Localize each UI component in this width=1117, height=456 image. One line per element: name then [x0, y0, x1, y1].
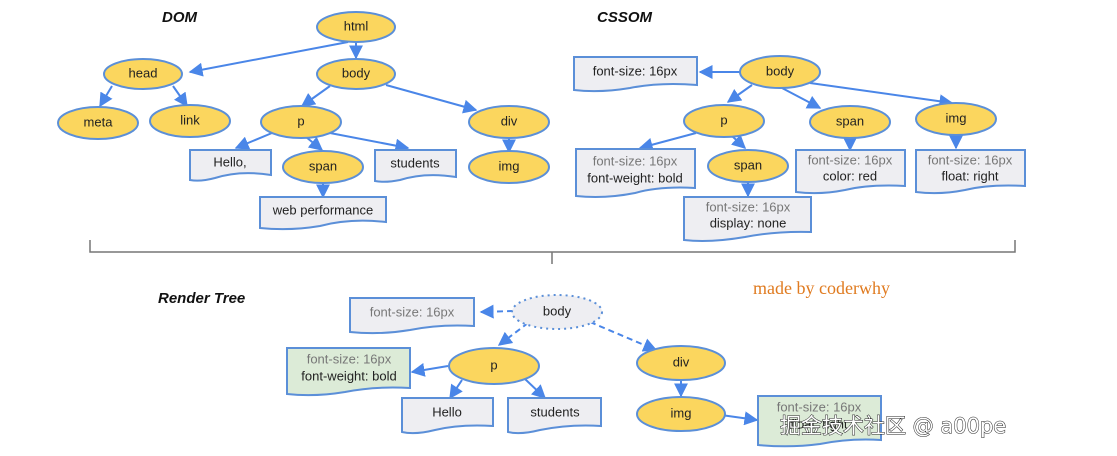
- render-div-node: div: [636, 345, 726, 381]
- cssom-img-label: img: [946, 110, 967, 125]
- cssom-img-node: img: [915, 102, 997, 136]
- dom-link-label: link: [180, 112, 200, 127]
- cssom-body-node: body: [739, 55, 821, 89]
- cssom-span-style-box: font-size: 16px color: red: [795, 149, 906, 195]
- render-hello-text-node: Hello: [401, 397, 494, 435]
- cssom-img-style-box: font-size: 16px float: right: [915, 149, 1026, 195]
- render-p-node: p: [448, 347, 540, 385]
- dom-div-node: div: [468, 105, 550, 139]
- cssom-span2-node: span: [707, 149, 789, 183]
- dom-head-label: head: [129, 65, 158, 80]
- render-img-node: img: [636, 396, 726, 432]
- dom-div-label: div: [501, 113, 518, 128]
- cssom-span2-style-box: font-size: 16px display: none: [683, 196, 812, 242]
- render-students-label: students: [530, 404, 580, 419]
- dom-link-node: link: [149, 104, 231, 138]
- dom-html-label: html: [344, 18, 369, 33]
- dom-hello-text-node: Hello,: [189, 149, 272, 182]
- cssom-span2-style-line-1: font-size: 16px: [706, 199, 791, 214]
- render-body-style-box: font-size: 16px: [349, 297, 475, 335]
- dom-span-node: span: [282, 150, 364, 184]
- cssom-p-style-box: font-size: 16px font-weight: bold: [575, 148, 696, 198]
- cssom-p-style-line-2: font-weight: bold: [587, 170, 682, 185]
- cssom-span-style-line-2: color: red: [823, 168, 877, 183]
- render-div-label: div: [673, 354, 690, 369]
- dom-p-label: p: [297, 113, 304, 128]
- dom-title: DOM: [162, 9, 198, 26]
- cssom-title: CSSOM: [597, 9, 653, 26]
- render-hello-label: Hello: [432, 404, 462, 419]
- cssom-p-node: p: [683, 104, 765, 138]
- dom-students-label: students: [390, 155, 440, 170]
- dom-img-node: img: [468, 150, 550, 184]
- dom-meta-label: meta: [84, 114, 114, 129]
- cssom-img-style-line-1: font-size: 16px: [928, 152, 1013, 167]
- dom-meta-node: meta: [57, 106, 139, 140]
- dom-web-performance-label: web performance: [272, 202, 373, 217]
- cssom-span-node: span: [809, 105, 891, 139]
- dom-p-node: p: [260, 105, 342, 139]
- cssom-img-style-line-2: float: right: [941, 168, 998, 183]
- render-p-style-line-2: font-weight: bold: [301, 368, 396, 383]
- cssom-span-style-line-1: font-size: 16px: [808, 152, 893, 167]
- dom-span-label: span: [309, 158, 337, 173]
- render-img-style-box: font-size: 16px float: right: [757, 395, 882, 448]
- dom-img-label: img: [499, 158, 520, 173]
- cssom-body-style-box: font-size: 16px: [573, 56, 698, 93]
- dom-body-label: body: [342, 65, 371, 80]
- credit-text: made by coderwhy: [753, 278, 890, 298]
- dom-head-node: head: [103, 58, 183, 90]
- dom-students-text-node: students: [374, 149, 457, 183]
- watermark: 掘金技术社区 @ a00pe: [780, 414, 1006, 438]
- dom-html-node: html: [316, 11, 396, 43]
- dom-body-node: body: [316, 58, 396, 90]
- render-title: Render Tree: [158, 290, 245, 307]
- cssom-p-style-line-1: font-size: 16px: [593, 153, 678, 168]
- cssom-span2-label: span: [734, 157, 762, 172]
- render-p-label: p: [490, 357, 497, 372]
- dom-hello-label: Hello,: [213, 154, 246, 169]
- cssom-span-label: span: [836, 113, 864, 128]
- render-img-style-line-1: font-size: 16px: [777, 399, 862, 414]
- cssom-p-label: p: [720, 112, 727, 127]
- cssom-span2-style-line-2: display: none: [710, 215, 787, 230]
- render-students-text-node: students: [507, 397, 602, 435]
- cssom-body-label: body: [766, 63, 795, 78]
- render-body-node: body: [511, 294, 603, 330]
- render-body-label: body: [543, 303, 572, 318]
- render-p-style-line-1: font-size: 16px: [307, 351, 392, 366]
- cssom-edges: [638, 65, 963, 198]
- render-p-style-box: font-size: 16px font-weight: bold: [286, 347, 411, 397]
- dom-edges: [99, 41, 516, 199]
- cssom-body-style-text: font-size: 16px: [593, 63, 678, 78]
- render-img-style-line-2: float: right: [790, 416, 847, 431]
- render-body-style-text: font-size: 16px: [370, 304, 455, 319]
- dom-web-performance-text-node: web performance: [259, 196, 387, 231]
- render-img-label: img: [671, 405, 692, 420]
- render-edges: [410, 304, 759, 426]
- merge-brace: [89, 240, 1016, 264]
